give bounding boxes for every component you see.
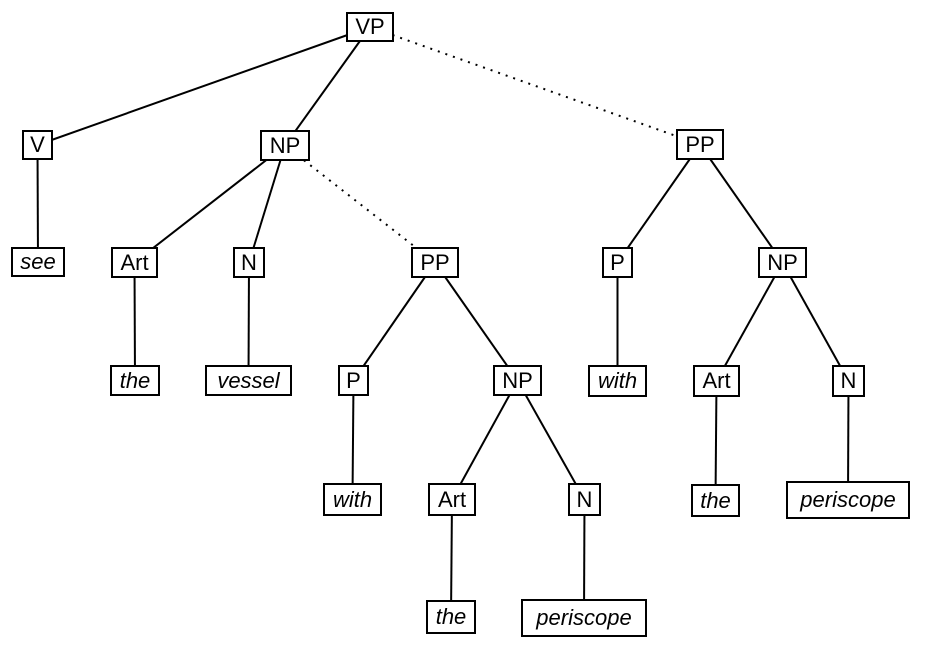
tree-node-periscope-mid: periscope	[521, 599, 647, 637]
tree-node-np-right: NP	[758, 247, 807, 278]
tree-edge-pp-right-np-right	[699, 143, 784, 264]
tree-node-the-left: the	[110, 365, 160, 396]
tree-edge-np1-art-left	[133, 144, 286, 264]
tree-node-p-right: P	[602, 247, 633, 278]
tree-node-see: see	[11, 247, 65, 277]
tree-edge-vp-pp-right-dotted	[369, 26, 701, 146]
tree-node-n-left: N	[233, 247, 265, 278]
tree-node-np1: NP	[260, 130, 310, 161]
tree-node-art-left: Art	[111, 247, 158, 278]
tree-edge-pp-mid-np-mid	[434, 261, 519, 382]
tree-edge-n-mid-periscope-mid	[583, 499, 586, 619]
tree-edge-vp-np1	[284, 26, 371, 147]
tree-node-with-right: with	[588, 365, 647, 397]
tree-edge-np-right-art-right	[715, 262, 784, 382]
tree-edge-art-left-the-left	[133, 262, 136, 381]
tree-edge-v-see	[36, 144, 39, 263]
tree-node-with-mid: with	[323, 483, 382, 516]
tree-edge-np-mid-art-mid	[451, 380, 519, 500]
tree-edge-n-right-periscope-right	[847, 380, 850, 501]
tree-node-vessel: vessel	[205, 365, 292, 396]
tree-node-art-mid: Art	[428, 483, 476, 516]
tree-node-art-right: Art	[693, 365, 740, 397]
tree-node-periscope-right: periscope	[786, 481, 910, 519]
tree-edge-pp-mid-p-mid	[352, 261, 436, 382]
tree-edge-n-left-vessel	[247, 262, 250, 381]
tree-edge-np1-pp-mid-dotted	[284, 144, 436, 264]
tree-node-p-mid: P	[338, 365, 369, 396]
tree-node-np-mid: NP	[493, 365, 542, 396]
tree-edge-p-mid-with-mid	[351, 380, 355, 500]
tree-node-the-mid: the	[426, 600, 476, 634]
tree-node-vp: VP	[346, 12, 394, 42]
tree-node-n-mid: N	[568, 483, 601, 516]
tree-node-pp-right: PP	[676, 129, 724, 160]
tree-node-n-right: N	[832, 365, 865, 397]
tree-edge-np-right-n-right	[781, 262, 850, 382]
tree-node-pp-mid: PP	[411, 247, 459, 278]
tree-edge-np1-n-left	[248, 145, 286, 263]
tree-edge-art-right-the-right	[714, 380, 718, 501]
tree-node-v: V	[22, 130, 53, 160]
tree-edge-pp-right-p-right	[616, 143, 701, 264]
tree-edge-np-mid-n-mid	[516, 380, 586, 500]
tree-node-the-right: the	[691, 484, 740, 517]
tree-edge-art-mid-the-mid	[450, 499, 453, 618]
tree-edge-vp-v	[37, 26, 371, 146]
